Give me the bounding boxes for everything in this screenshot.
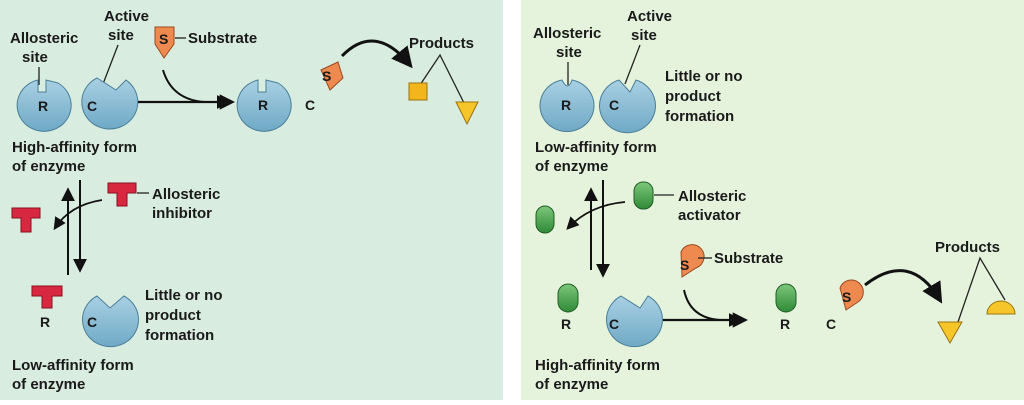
panel-b-product-triangle bbox=[937, 321, 963, 345]
panel-b-products-leader bbox=[957, 256, 1006, 323]
panel-a-active-site-label: Active site bbox=[104, 8, 153, 44]
panel-a-product-square bbox=[408, 82, 428, 101]
panel-a-products-label: Products bbox=[409, 35, 474, 52]
panel-a-allosteric-inhibitor-label: Allosteric inhibitor bbox=[152, 186, 225, 222]
panel-a-little-or-no-label: Little or no product formation bbox=[145, 287, 227, 344]
svg-text:S: S bbox=[322, 68, 331, 84]
panel-a-background bbox=[0, 0, 503, 400]
svg-text:C: C bbox=[609, 97, 619, 113]
panel-b-low-affinity-label: Low-affinity form of enzyme bbox=[535, 139, 661, 175]
panel-a-products-leader bbox=[417, 53, 466, 106]
panel-a-enzyme-r-label: R bbox=[38, 98, 48, 114]
panel-b-little-or-no-label: Little or no product formation bbox=[665, 68, 747, 125]
panel-b-allosteric-activator-label: Allosteric activator bbox=[678, 188, 751, 224]
panel-b-active-site-label: Active site bbox=[627, 8, 676, 44]
svg-text:C: C bbox=[609, 316, 619, 332]
panel-a-enzyme-low-affinity: R C bbox=[31, 285, 139, 348]
panel-a-active-site-leader bbox=[102, 44, 119, 85]
panel-a-allosteric-inhibitor-icon bbox=[107, 182, 137, 207]
panel-b-products-label: Products bbox=[935, 239, 1000, 256]
panel-b-free-activator bbox=[535, 205, 555, 234]
panel-a-free-inhibitor bbox=[11, 207, 41, 233]
panel-b-product-arrow bbox=[864, 269, 943, 304]
panel-b-high-affinity-label: High-affinity form of enzyme bbox=[535, 357, 664, 393]
svg-text:S: S bbox=[680, 257, 689, 273]
panel-b-product-dome bbox=[986, 300, 1016, 315]
panel-b-allosteric-activator-icon bbox=[633, 181, 654, 210]
panel-a-allosteric-site-label: Allosteric site bbox=[10, 30, 83, 66]
panel-a-substrate-label: Substrate bbox=[188, 30, 257, 47]
panel-b-background bbox=[521, 0, 1024, 400]
panel-b-enzyme-high-affinity: R C bbox=[557, 283, 663, 348]
panel-b-substrate-icon: S bbox=[680, 244, 705, 278]
panel-a-enzyme-high-affinity: R C bbox=[16, 77, 139, 132]
svg-text:R: R bbox=[561, 97, 571, 113]
svg-text:R: R bbox=[258, 97, 268, 113]
panel-b-substrate-label: Substrate bbox=[714, 250, 783, 267]
panel-b-allosteric-site-label: Allosteric site bbox=[533, 25, 606, 61]
panel-a-high-affinity-label: High-affinity form of enzyme bbox=[12, 139, 141, 175]
panel-a-inhibitor-release-arrow bbox=[53, 199, 103, 231]
panel-a-enzyme-c-label: C bbox=[87, 98, 97, 114]
svg-text:S: S bbox=[159, 31, 168, 47]
panel-b-enzyme-low-affinity: R C bbox=[539, 79, 656, 134]
svg-text:R: R bbox=[780, 316, 790, 332]
panel-a-product-arrow bbox=[340, 39, 413, 69]
panel-a-product-triangle bbox=[455, 101, 479, 126]
svg-text:C: C bbox=[305, 97, 315, 113]
panel-a-low-affinity-label: Low-affinity form of enzyme bbox=[12, 357, 138, 393]
svg-text:C: C bbox=[826, 316, 836, 332]
panel-b-active-site-leader bbox=[624, 44, 641, 85]
svg-text:C: C bbox=[87, 314, 97, 330]
panel-a-substrate-icon: S bbox=[154, 26, 175, 59]
svg-text:S: S bbox=[842, 289, 851, 305]
svg-text:R: R bbox=[561, 316, 571, 332]
panel-b-enzyme-substrate-complex: S R C bbox=[775, 279, 864, 332]
panel-b-activator-release-arrow bbox=[566, 201, 626, 230]
panel-a-enzyme-substrate-complex: S R C bbox=[236, 61, 344, 132]
svg-text:R: R bbox=[40, 314, 50, 330]
